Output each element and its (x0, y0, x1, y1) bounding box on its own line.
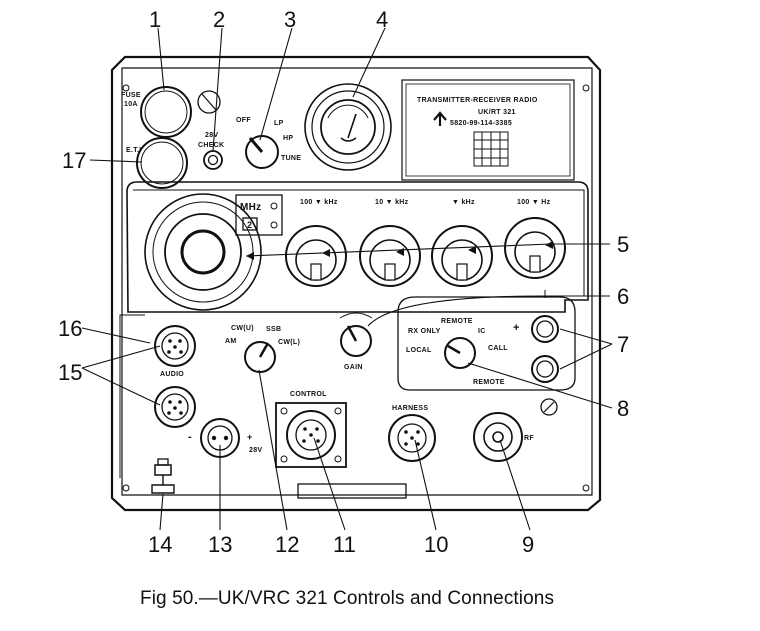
plate-stock-number: 5820-99-114-3385 (450, 120, 512, 127)
dial-10khz[interactable]: 10 ▼ kHz (359, 199, 421, 287)
callout-2: 2 (213, 7, 225, 32)
callout-9: 9 (522, 532, 534, 557)
callout-5: 5 (617, 232, 629, 257)
tuning-meter (304, 83, 392, 171)
dial-100hz[interactable]: 100 ▼ Hz (504, 199, 566, 279)
fuse-rating-label: 10A (124, 101, 138, 108)
check-label: CHECK (198, 142, 224, 149)
plate-title: TRANSMITTER-RECEIVER RADIO (417, 97, 538, 104)
fuse-label: FUSE (121, 92, 141, 99)
fuse-cap-icon (197, 90, 221, 114)
ssb-label: SSB (266, 326, 281, 333)
callout-13: 13 (208, 532, 232, 557)
power-28v-label: 28V (249, 447, 262, 454)
barcode-grid (473, 131, 509, 167)
earth-terminal[interactable] (151, 458, 175, 494)
off-label: OFF (236, 117, 251, 124)
remote-top-label: REMOTE (441, 318, 473, 325)
audio-connector-2[interactable] (154, 386, 196, 428)
28v-check-button[interactable]: 28V CHECK (198, 132, 224, 170)
harness-connector[interactable]: HARNESS (388, 405, 436, 462)
gain-knob[interactable]: GAIN (339, 312, 373, 371)
rf-label: RF (524, 435, 534, 442)
rf-antenna-connector[interactable]: RF (473, 412, 534, 462)
callout-11: 11 (333, 532, 356, 557)
callout-4: 4 (376, 7, 388, 32)
callout-16: 16 (58, 316, 82, 341)
ic-label: IC (478, 328, 486, 335)
cw-l-label: CW(L) (278, 339, 300, 346)
remote-function-switch[interactable]: REMOTE RX ONLY IC LOCAL CALL REMOTE (406, 318, 508, 386)
tune-label: TUNE (281, 155, 301, 162)
mhz-window: MHz 2 (235, 194, 283, 236)
am-label: AM (225, 338, 237, 345)
dial-100hz-label: 100 ▼ Hz (517, 199, 551, 206)
figure-caption: Fig 50.—UK/VRC 321 Controls and Connecti… (140, 588, 555, 609)
power-switch-knob[interactable]: OFF LP HP TUNE (236, 117, 301, 169)
lp-label: LP (274, 120, 284, 127)
callout-17: 17 (62, 148, 86, 173)
28v-power-connector[interactable]: - + 28V (188, 418, 262, 458)
control-connector[interactable]: CONTROL (275, 391, 347, 468)
check-voltage-label: 28V (205, 132, 218, 139)
mode-switch-knob[interactable]: CW(U) SSB AM CW(L) (225, 325, 300, 373)
control-label: CONTROL (290, 391, 327, 398)
panel-casing (110, 55, 602, 512)
power-plus-label: + (247, 432, 253, 442)
callout-10: 10 (424, 532, 448, 557)
callout-14: 14 (148, 532, 172, 557)
fuse-holder[interactable]: FUSE 10A (121, 86, 192, 138)
local-label: LOCAL (406, 347, 432, 354)
dial-100khz[interactable]: 100 ▼ kHz (285, 199, 347, 287)
eti-label: E.T.I (126, 147, 142, 154)
plate-model: UK/RT 321 (478, 109, 516, 116)
frequency-tuning-knob[interactable] (144, 193, 262, 311)
up-arrow-icon (433, 111, 447, 126)
cw-u-label: CW(U) (231, 325, 254, 332)
leader-lines (81, 27, 613, 531)
hp-label: HP (283, 135, 293, 142)
callout-1: 1 (149, 7, 161, 32)
audio-label: AUDIO (160, 371, 184, 378)
nameplate: TRANSMITTER-RECEIVER RADIO UK/RT 321 582… (417, 97, 538, 167)
callout-7: 7 (617, 332, 629, 357)
terminal-plus-label: + (513, 322, 520, 334)
callout-8: 8 (617, 396, 629, 421)
remote-bottom-label: REMOTE (473, 379, 505, 386)
callout-3: 3 (284, 7, 296, 32)
callout-12: 12 (275, 532, 299, 557)
eti-meter: E.T.I (126, 137, 188, 189)
call-label: CALL (488, 345, 508, 352)
mhz-digit: 2 (247, 220, 252, 230)
dial-1khz[interactable]: ▼ kHz (431, 199, 493, 287)
gain-label: GAIN (344, 364, 363, 371)
earth-screw-icon (540, 398, 558, 416)
audio-connector-1[interactable]: AUDIO (154, 325, 196, 378)
callout-numbers: 1 2 3 4 5 6 7 8 9 10 11 12 13 14 15 16 1… (58, 7, 629, 557)
mhz-label: MHz (240, 202, 261, 213)
rx-only-label: RX ONLY (408, 328, 441, 335)
dial-1khz-label: ▼ kHz (452, 199, 475, 206)
power-minus-label: - (188, 431, 192, 443)
callout-6: 6 (617, 284, 629, 309)
remote-terminal-negative[interactable] (531, 355, 559, 383)
dial-100khz-label: 100 ▼ kHz (300, 199, 338, 206)
leader-arrowheads (246, 241, 553, 260)
callout-15: 15 (58, 360, 82, 385)
remote-terminal-positive[interactable]: + (513, 315, 559, 343)
harness-label: HARNESS (392, 405, 428, 412)
dial-10khz-label: 10 ▼ kHz (375, 199, 409, 206)
